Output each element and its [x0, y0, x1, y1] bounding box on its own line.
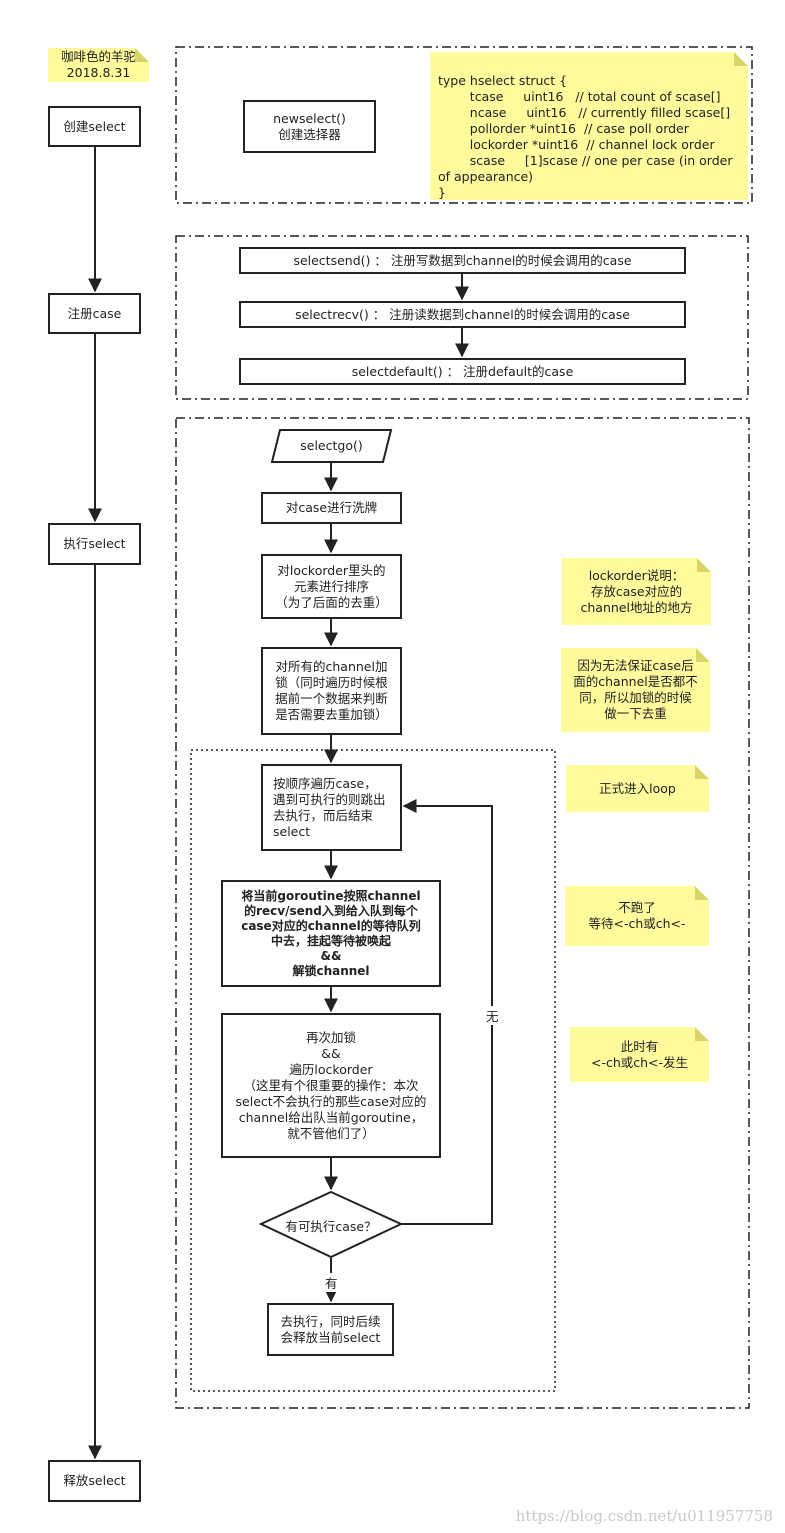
- lane-release-select: 释放select: [48, 1460, 141, 1502]
- loop-frame: [190, 749, 556, 1392]
- selectdefault-box: selectdefault() ： 注册default的case: [239, 358, 686, 385]
- execute-box: 去执行，同时后续 会释放当前select: [267, 1303, 394, 1356]
- lock-box: 对所有的channel加 锁（同时遍历时候根 据前一个数据来判断 是否需要去重加…: [261, 647, 402, 735]
- note-occurs-text: 此时有 <-ch或ch<-发生: [590, 1038, 689, 1070]
- note-dedup: 因为无法保证case后 面的channel是否都不 同，所以加锁的时候 做一下去…: [561, 648, 710, 732]
- decision-label: 有可执行case？: [285, 1219, 377, 1234]
- selectsend-box: selectsend() ： 注册写数据到channel的时候会调用的case: [239, 247, 686, 274]
- note-lockorder-text: lockorder说明： 存放case对应的 channel地址的地方: [580, 567, 693, 615]
- selectgo-shape: [270, 429, 393, 463]
- label-no: 无: [484, 1006, 501, 1025]
- note-dedup-text: 因为无法保证case后 面的channel是否都不 同，所以加锁的时候 做一下去…: [573, 658, 698, 721]
- lane-register-case: 注册case: [48, 293, 141, 334]
- note-loop-text: 正式进入loop: [599, 780, 676, 796]
- sort-box: 对lockorder里头的 元素进行排序 （为了后面的去重）: [261, 554, 402, 619]
- section-frame-execute: [175, 417, 750, 1409]
- lane-create-select: 创建select: [48, 106, 141, 147]
- author-note: 咖啡色的羊驼 2018.8.31: [48, 48, 149, 82]
- lane-execute-select: 执行select: [48, 523, 141, 565]
- note-not-run-text: 不跑了 等待<-ch或ch<-: [588, 900, 686, 931]
- author-date: 2018.8.31: [66, 65, 131, 80]
- newselect-box: newselect() 创建选择器: [243, 100, 376, 153]
- relock-box: 再次加锁 && 遍历lockorder （这里有个很重要的操作：本次 selec…: [221, 1013, 441, 1158]
- author-note-text: 咖啡色的羊驼 2018.8.31: [61, 49, 136, 81]
- note-loop: 正式进入loop: [566, 765, 709, 812]
- hselect-struct-code: type hselect struct { tcase uint16 // to…: [438, 73, 733, 200]
- traverse-box: 按顺序遍历case， 遇到可执行的则跳出 去执行，而后结束 select: [261, 764, 402, 851]
- note-not-run: 不跑了 等待<-ch或ch<-: [565, 886, 709, 946]
- selectrecv-box: selectrecv() ： 注册读数据到channel的时候会调用的case: [239, 301, 686, 328]
- note-lockorder: lockorder说明： 存放case对应的 channel地址的地方: [562, 558, 711, 625]
- section-frame-create: [175, 46, 753, 204]
- watermark: https://blog.csdn.net/u011957758: [515, 1507, 773, 1525]
- shuffle-box: 对case进行洗牌: [261, 492, 402, 524]
- decision-diamond: [258, 1190, 404, 1259]
- hselect-struct-note: type hselect struct { tcase uint16 // to…: [430, 52, 748, 200]
- selectgo-label: selectgo(): [300, 438, 363, 453]
- label-yes: 有: [323, 1273, 340, 1292]
- enqueue-box: 将当前goroutine按照channel 的recv/send入到给入队到每个…: [221, 880, 441, 987]
- note-occurs: 此时有 <-ch或ch<-发生: [570, 1027, 709, 1082]
- section-frame-register: [175, 235, 749, 400]
- author-name: 咖啡色的羊驼: [60, 49, 136, 64]
